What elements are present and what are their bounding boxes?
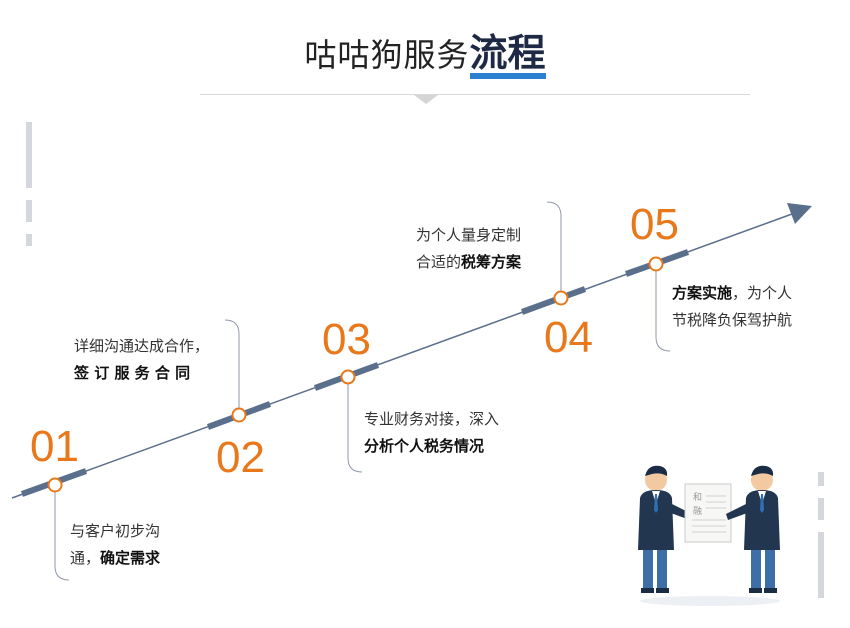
timeline-node-3 xyxy=(340,369,356,385)
right-deco-bar-2 xyxy=(818,498,824,520)
step-number-4: 04 xyxy=(544,313,593,362)
step-number-1: 01 xyxy=(30,422,79,471)
step-desc-4-bold: 税筹方案 xyxy=(461,253,522,271)
timeline-node-5 xyxy=(648,256,664,272)
step-number-2: 02 xyxy=(216,433,265,482)
step-desc-5: 方案实施，为个人 节税降负保驾护航 xyxy=(672,280,792,334)
bracket-1 xyxy=(54,492,70,581)
step-desc-2-line2: 签 订 服 务 合 同 xyxy=(74,360,209,387)
step-desc-2-bold: 签 订 服 务 合 同 xyxy=(74,364,191,382)
step-desc-1-line1: 与客户初步沟 xyxy=(70,522,161,540)
title-plain: 咕咕狗服务 xyxy=(304,36,470,74)
businessman-right-icon xyxy=(726,465,780,593)
step-number-3: 03 xyxy=(322,315,371,364)
step-desc-2: 详细沟通达成合作， 签 订 服 务 合 同 xyxy=(74,333,209,387)
title-emphasis: 流程 xyxy=(469,33,546,79)
left-deco-bar-3 xyxy=(26,234,32,246)
timeline-arrow-head-icon xyxy=(787,203,812,224)
timeline-segment-4 xyxy=(520,286,587,315)
right-deco-bar-3 xyxy=(818,532,824,598)
timeline-node-1 xyxy=(47,477,63,493)
step-desc-1: 与客户初步沟 通，确定需求 xyxy=(70,518,160,572)
contract-document-icon: 和 融 xyxy=(684,483,732,543)
step-desc-5-plain: ，为个人 xyxy=(732,284,793,302)
step-desc-4: 为个人量身定制 合适的税筹方案 xyxy=(416,222,521,276)
bracket-3 xyxy=(347,384,363,473)
bracket-5 xyxy=(655,271,671,352)
step-desc-5-line2: 节税降负保驾护航 xyxy=(672,311,793,329)
step-desc-5-bold: 方案实施 xyxy=(672,284,733,302)
title-divider xyxy=(200,94,750,95)
step-desc-3-line2: 分析个人税务情况 xyxy=(364,433,499,460)
page-title: 咕咕狗服务流程 xyxy=(0,30,850,79)
step-desc-3-bold: 分析个人税务情况 xyxy=(364,437,485,455)
step-desc-5-line1: 方案实施，为个人 xyxy=(672,280,792,307)
bracket-4 xyxy=(546,201,562,291)
step-desc-4-line2: 合适的税筹方案 xyxy=(416,249,521,276)
timeline-node-2 xyxy=(231,407,247,423)
right-deco-bar-1 xyxy=(818,472,824,486)
step-desc-3-line1: 专业财务对接，深入 xyxy=(364,410,500,428)
bracket-2 xyxy=(224,319,240,408)
left-deco-bar-1 xyxy=(26,122,32,188)
businessman-left-icon xyxy=(638,465,692,593)
document-char-2: 融 xyxy=(693,506,702,517)
timeline-node-4 xyxy=(553,290,569,306)
left-deco-bar-2 xyxy=(26,200,32,222)
step-desc-1-plain: 通， xyxy=(70,549,101,567)
step-desc-3: 专业财务对接，深入 分析个人税务情况 xyxy=(364,406,499,460)
step-desc-4-line1: 为个人量身定制 xyxy=(416,226,522,244)
divider-pointer-icon xyxy=(414,95,438,104)
document-char-1: 和 xyxy=(693,492,702,503)
step-number-5: 05 xyxy=(630,200,679,249)
handshake-illustration: 和 融 xyxy=(638,465,780,606)
step-desc-2-line1: 详细沟通达成合作， xyxy=(74,337,210,355)
step-desc-1-line2: 通，确定需求 xyxy=(70,545,160,572)
step-desc-4-plain: 合适的 xyxy=(416,253,462,271)
step-desc-1-bold: 确定需求 xyxy=(100,549,161,567)
